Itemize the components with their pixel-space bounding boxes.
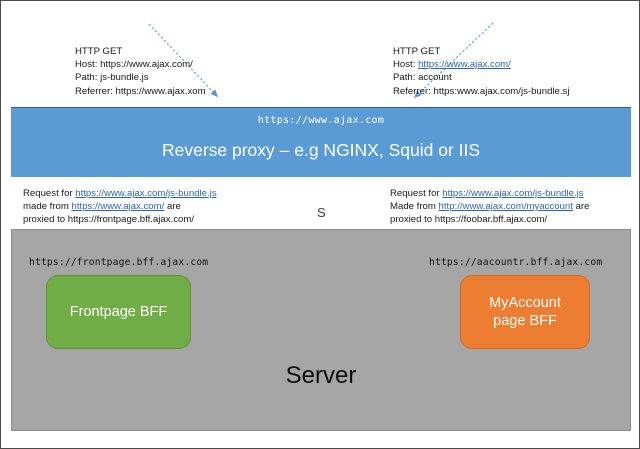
annotation-line: proxied to https://foobar.bff.ajax.com/ <box>390 214 548 226</box>
annotation-line-suffix: are <box>572 201 590 213</box>
annotation-http-get-frontpage: HTTP GET Host: https://www.ajax.com/ Pat… <box>75 45 206 98</box>
annotation-line-prefix: made from <box>23 201 72 213</box>
annotation-line: Request for https://www.ajax.com/js-bund… <box>23 187 217 200</box>
annotation-line-suffix: are <box>164 201 181 213</box>
annotation-line: made from https://www.ajax.com/ are <box>23 200 217 213</box>
annotation-line: Host: https://www.ajax.com/ <box>75 58 206 71</box>
annotation-line: Path: js-bundle.js <box>75 72 149 84</box>
annotation-line-prefix: Host: <box>393 59 419 71</box>
annotation-line-prefix: Made from <box>390 201 439 213</box>
stray-glyph-artifact: S <box>317 205 326 220</box>
annotation-link-bundle[interactable]: https://www.ajax.com/js-bundle.js <box>75 188 217 199</box>
annotation-line: HTTP GET <box>75 46 123 57</box>
frontpage-bff-label: Frontpage BFF <box>69 304 168 320</box>
server-label: Server <box>285 362 357 389</box>
reverse-proxy-url: https://www.ajax.com <box>257 115 385 126</box>
frontpage-bff-url: https://frontpage.bff.ajax.com <box>29 257 209 268</box>
annotation-line: Referrer: https:www.ajax.com/js-bundle.s… <box>393 85 570 97</box>
annotation-line: Request for https://www.ajax.com/js-bund… <box>390 187 589 200</box>
annotation-frontpage-proxy-rule: Request for https://www.ajax.com/js-bund… <box>23 187 217 227</box>
frontpage-bff-box[interactable]: Frontpage BFF <box>46 275 191 349</box>
annotation-line-value: https://www.ajax.com/ <box>100 59 193 71</box>
myaccount-bff-url: https://aacountr.bff.ajax.com <box>429 257 603 268</box>
annotation-myaccount-proxy-rule: Request for https://www.ajax.com/js-bund… <box>390 187 589 227</box>
annotation-line: HTTP GET <box>393 46 441 57</box>
annotation-line-prefix: Host: <box>75 59 101 71</box>
myaccount-bff-label-line2: page BFF <box>493 313 557 329</box>
myaccount-bff-label-line1: MyAccount <box>489 295 561 311</box>
annotation-line: Host: https://www.ajax.com/ <box>393 58 569 71</box>
myaccount-bff-box[interactable]: MyAccount page BFF <box>460 275 590 349</box>
annotation-line-prefix: Request for <box>23 188 76 199</box>
reverse-proxy-band: https://www.ajax.com Reverse proxy – e.g… <box>11 107 631 177</box>
myaccount-bff-label: MyAccount page BFF <box>489 294 561 330</box>
annotation-link-host[interactable]: https://www.ajax.com/ <box>418 59 511 71</box>
annotation-link-origin[interactable]: https://www.ajax.com/ <box>71 201 165 213</box>
annotation-http-get-account: HTTP GET Host: https://www.ajax.com/ Pat… <box>393 45 569 98</box>
annotation-line: Made from http://www.ajax.com/myaccount … <box>390 200 589 213</box>
annotation-line: proxied to https://frontpage.bff.ajax.co… <box>23 214 195 226</box>
annotation-line: Path: account <box>393 72 452 84</box>
annotation-line: Referrer: https://www.ajax.xom <box>75 85 206 97</box>
annotation-line-prefix: Request for <box>390 188 443 199</box>
reverse-proxy-title: Reverse proxy – e.g NGINX, Squid or IIS <box>161 140 481 160</box>
annotation-link-bundle[interactable]: https://www.ajax.com/js-bundle.js <box>442 188 584 199</box>
annotation-link-origin[interactable]: http://www.ajax.com/myaccount <box>438 201 573 213</box>
